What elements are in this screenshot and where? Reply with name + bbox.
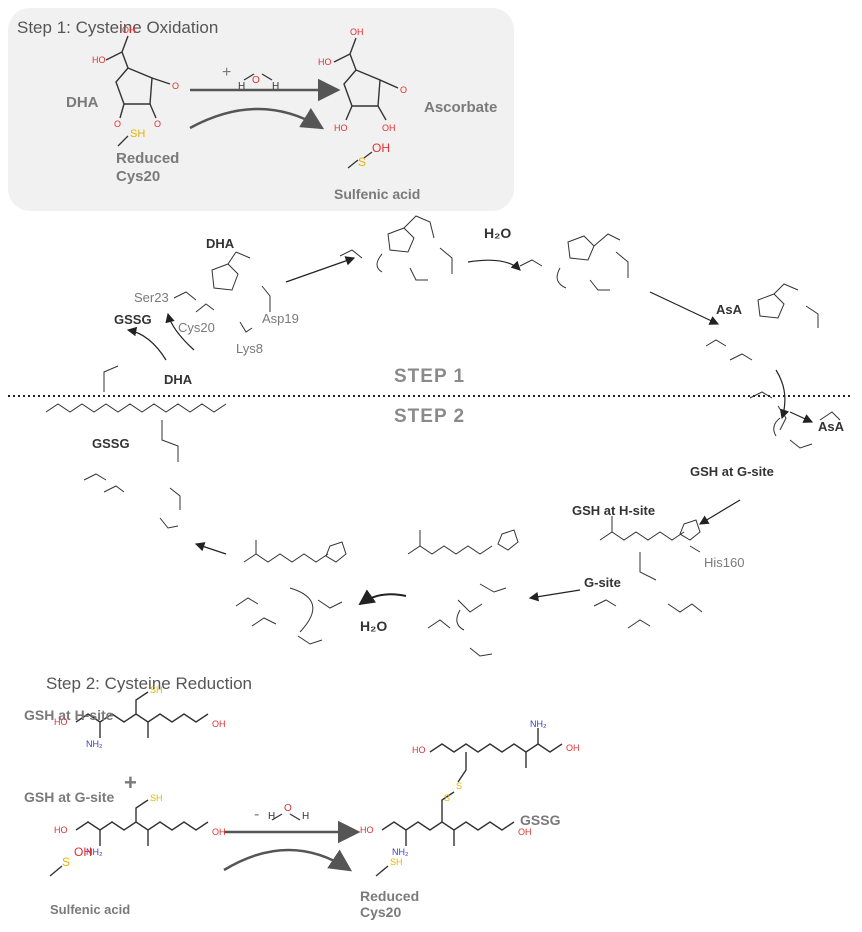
atom-s: S xyxy=(456,781,463,791)
ascorbate-molecule xyxy=(333,37,399,121)
water-molecule-1 xyxy=(243,73,273,81)
cycle-asa-1: AsA xyxy=(716,302,743,317)
step2-gsh-g-label: GSH at G-site xyxy=(24,789,115,805)
step2-reduced-label: Reduced xyxy=(360,888,420,904)
gsh-g-site-label: GSH at G-site xyxy=(690,464,774,479)
step2-reaction-arrow xyxy=(223,820,361,872)
step1-reduced-label: Reduced xyxy=(116,150,180,167)
atom-ho: HO xyxy=(92,55,106,65)
atom-h: H xyxy=(238,81,246,92)
his160-label: His160 xyxy=(704,555,745,570)
cycle-arrows xyxy=(126,256,814,606)
cycle-dha-bottom: DHA xyxy=(164,372,193,387)
cycle-asa-2: AsA xyxy=(818,419,845,434)
sulfenic-acid-bonds xyxy=(347,151,373,169)
atom-ho: HO xyxy=(54,825,68,835)
cycle-dha-top: DHA xyxy=(206,236,235,251)
gsh-h-site-label: GSH at H-site xyxy=(572,503,656,518)
lys8-label: Lys8 xyxy=(236,341,263,356)
reduced-cys-bond xyxy=(117,135,129,147)
atom-o: O xyxy=(284,803,292,814)
atom-nh2: NH₂ xyxy=(530,719,547,729)
cys20-label: Cys20 xyxy=(178,320,215,335)
step2-sulfenic-label: Sulfenic acid xyxy=(50,902,131,917)
cycle-h2o-bottom: H₂O xyxy=(360,618,388,634)
atom-oh: OH xyxy=(566,743,580,753)
atom-ho: HO xyxy=(412,745,426,755)
atom-oh: OH xyxy=(350,27,364,37)
step1-divider-label: STEP 1 xyxy=(394,366,466,387)
g-site-label: G-site xyxy=(584,575,621,590)
dha-molecule xyxy=(105,35,171,119)
electron-arrows xyxy=(289,253,781,633)
atom-ho: HO xyxy=(360,825,374,835)
atom-ho: HO xyxy=(54,717,68,727)
atom-sh: SH xyxy=(150,685,163,695)
atom-oh: OH xyxy=(382,123,396,133)
step2-structures xyxy=(49,691,563,877)
step2-plus-sign: + xyxy=(124,770,137,795)
step2-gssg-label: GSSG xyxy=(520,812,561,828)
atom-oh: OH xyxy=(212,719,226,729)
step1-plus-sign: + xyxy=(222,64,232,81)
atom-o: O xyxy=(252,75,260,86)
step1-dha-label: DHA xyxy=(66,94,99,111)
atom-oh: OH xyxy=(518,827,532,837)
cycle-h2o-top: H₂O xyxy=(484,225,512,241)
atom-nh2: NH₂ xyxy=(392,847,409,857)
atom-ho: HO xyxy=(334,123,348,133)
step2-cys20-label: Cys20 xyxy=(360,904,402,920)
atom-h: H xyxy=(302,811,310,822)
atom-sh: SH xyxy=(390,857,403,867)
atom-o: O xyxy=(400,85,408,95)
atom-s: S xyxy=(444,793,451,803)
atom-h: H xyxy=(268,811,276,822)
atom-sh: SH xyxy=(150,793,163,803)
atom-oh: OH xyxy=(74,845,92,859)
step1-reaction-arrow xyxy=(189,78,341,130)
step1-cys20-label: Cys20 xyxy=(116,168,161,185)
step2-title: Step 2: Cysteine Reduction xyxy=(46,674,253,693)
cycle-gssg-product: GSSG xyxy=(92,436,130,451)
atom-s: S xyxy=(62,855,71,869)
atom-o: O xyxy=(154,119,162,129)
step2-minus-sign: - xyxy=(254,806,260,823)
atom-ho: HO xyxy=(318,57,332,67)
cycle-gssg-left: GSSG xyxy=(114,312,152,327)
step2-water xyxy=(271,813,301,821)
step2-gsh-h-label: GSH at H-site xyxy=(24,707,114,723)
asp19-label: Asp19 xyxy=(262,311,299,326)
atom-oh: OH xyxy=(122,25,136,35)
step1-sulfenic-label: Sulfenic acid xyxy=(334,186,421,202)
atom-oh: OH xyxy=(212,827,226,837)
atom-oh: OH xyxy=(372,141,390,155)
atom-nh2: NH₂ xyxy=(86,739,103,749)
atom-s: S xyxy=(358,155,367,169)
step2-divider-label: STEP 2 xyxy=(394,406,466,427)
ser23-label: Ser23 xyxy=(134,290,169,305)
atom-nh2: NH₂ xyxy=(86,847,103,857)
atom-o: O xyxy=(172,81,180,91)
cycle-structures xyxy=(45,215,841,657)
atom-o: O xyxy=(114,119,122,129)
step1-title: Step 1: Cysteine Oxidation xyxy=(17,18,219,37)
ascorbate-label: Ascorbate xyxy=(424,99,498,116)
atom-sh: SH xyxy=(130,128,146,140)
atom-h: H xyxy=(272,81,280,92)
